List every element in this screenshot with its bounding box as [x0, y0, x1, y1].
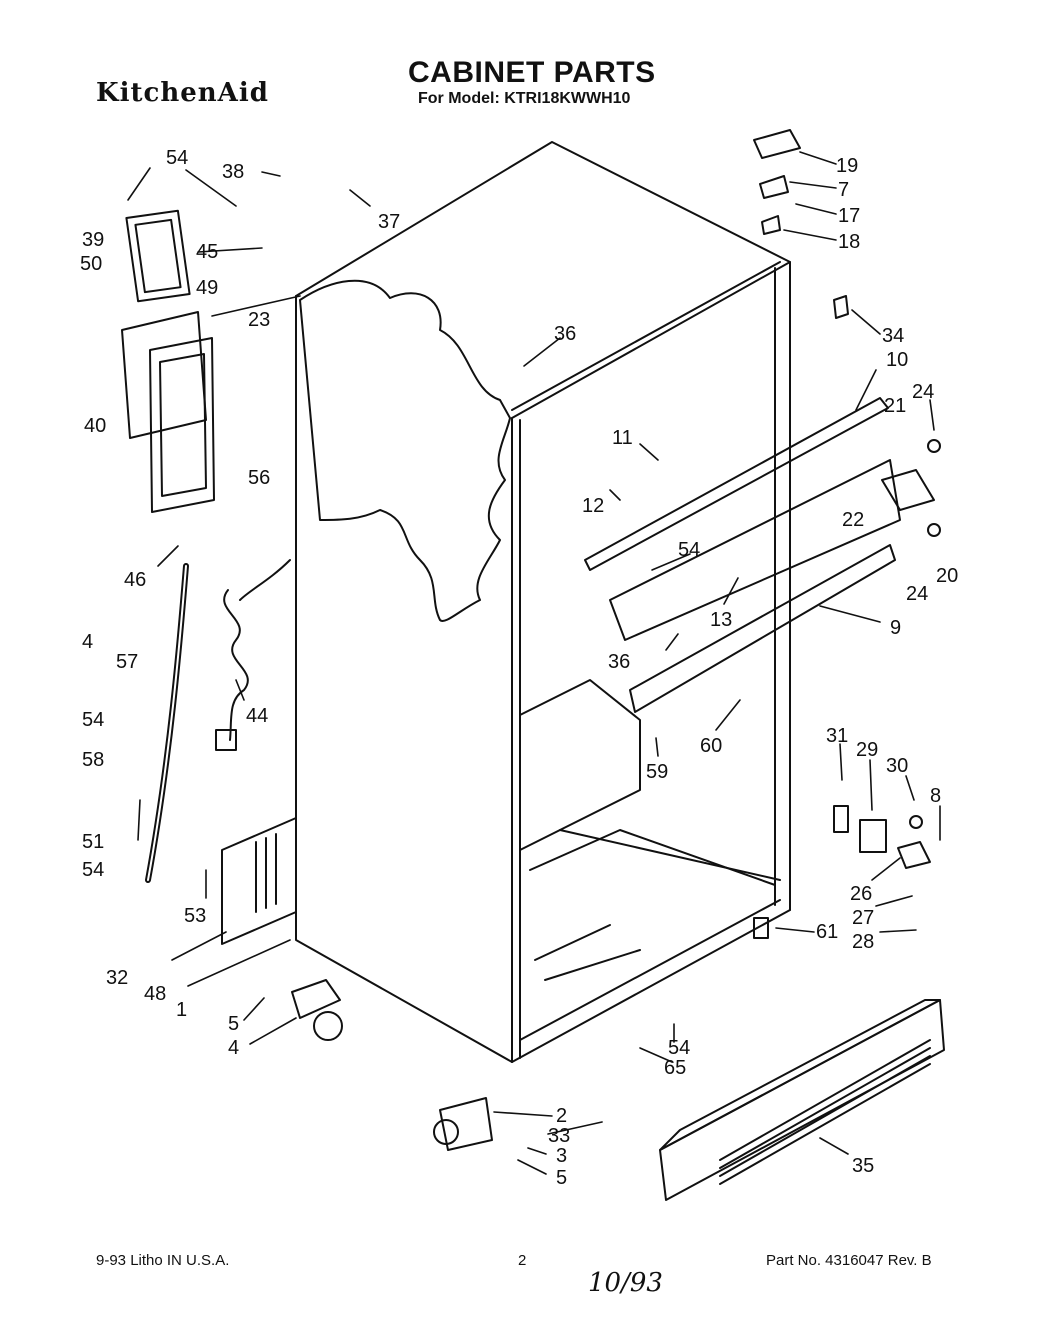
- callout-23: 23: [248, 309, 270, 331]
- callout-38: 38: [222, 161, 244, 183]
- callout-12: 12: [582, 495, 604, 517]
- page-title: CABINET PARTS: [408, 56, 656, 89]
- callout-8: 8: [930, 785, 941, 807]
- callout-49: 49: [196, 277, 218, 299]
- center-hinge-parts: [881, 439, 941, 537]
- callout-40: 40: [84, 415, 106, 437]
- roller-assemblies: [291, 979, 493, 1151]
- power-cord: [215, 559, 291, 751]
- page-number: 2: [518, 1252, 527, 1269]
- callout-34: 34: [882, 325, 904, 347]
- callout-37: 37: [378, 211, 400, 233]
- callout-33: 33: [548, 1125, 570, 1147]
- callout-24-top: 24: [912, 381, 934, 403]
- callout-65: 65: [664, 1057, 686, 1079]
- control-panel-parts: [121, 209, 215, 513]
- callout-36-rail: 36: [608, 651, 630, 673]
- shelf-rails: [584, 397, 901, 713]
- callout-58: 58: [82, 749, 104, 771]
- callout-26: 26: [850, 883, 872, 905]
- callout-11: 11: [612, 427, 633, 449]
- callout-4-roller: 4: [228, 1037, 239, 1059]
- rear-access-panel: [221, 817, 297, 945]
- callout-4-left: 4: [82, 631, 93, 653]
- callout-13: 13: [710, 609, 732, 631]
- callout-61: 61: [816, 921, 838, 943]
- callout-5-roller: 5: [228, 1013, 239, 1035]
- brand-logo: KitchenAid: [96, 78, 269, 108]
- callout-18: 18: [838, 231, 860, 253]
- litho-note: 9-93 Litho IN U.S.A.: [96, 1252, 230, 1269]
- callout-44: 44: [246, 705, 268, 727]
- callout-54-bottom: 54: [668, 1037, 690, 1059]
- callout-32: 32: [106, 967, 128, 989]
- callout-20: 20: [936, 565, 958, 587]
- callout-60: 60: [700, 735, 722, 757]
- callout-10: 10: [886, 349, 908, 371]
- callout-31: 31: [826, 725, 848, 747]
- callout-57: 57: [116, 651, 138, 673]
- callout-50: 50: [80, 253, 102, 275]
- callout-54-left: 54: [82, 709, 104, 731]
- leader-lines: [127, 151, 941, 1175]
- callout-36: 36: [554, 323, 576, 345]
- callout-29: 29: [856, 739, 878, 761]
- callout-54-rail: 54: [678, 539, 700, 561]
- callout-21: 21: [884, 395, 906, 417]
- toe-grille: [659, 999, 945, 1201]
- callout-5-bottom: 5: [556, 1167, 567, 1189]
- callout-17: 17: [838, 205, 860, 227]
- callout-56: 56: [248, 467, 270, 489]
- handwritten-date: 10/93: [588, 1268, 663, 1298]
- callout-54-lower: 54: [82, 859, 104, 881]
- callout-27: 27: [852, 907, 874, 929]
- callout-48: 48: [144, 983, 166, 1005]
- callout-7: 7: [838, 179, 849, 201]
- bottom-hinge-parts: [753, 805, 931, 939]
- top-hinge-parts: [753, 129, 849, 319]
- part-number: Part No. 4316047 Rev. B: [766, 1252, 932, 1269]
- callout-3: 3: [556, 1145, 567, 1167]
- callout-51: 51: [82, 831, 104, 853]
- callout-39: 39: [82, 229, 104, 251]
- callout-28: 28: [852, 931, 874, 953]
- callout-9: 9: [890, 617, 901, 639]
- callout-24-bottom: 24: [906, 583, 928, 605]
- callout-19: 19: [836, 155, 858, 177]
- callout-2: 2: [556, 1105, 567, 1127]
- callout-1: 1: [176, 999, 187, 1021]
- callout-54: 54: [166, 147, 188, 169]
- model-subtitle: For Model: KTRI18KWWH10: [418, 90, 631, 107]
- callout-59: 59: [646, 761, 668, 783]
- callout-53: 53: [184, 905, 206, 927]
- cabinet-shell: [295, 141, 791, 1063]
- callout-22: 22: [842, 509, 864, 531]
- callout-45: 45: [196, 241, 218, 263]
- callout-46: 46: [124, 569, 146, 591]
- callout-30: 30: [886, 755, 908, 777]
- callout-35: 35: [852, 1155, 874, 1177]
- drain-tube: [145, 563, 189, 883]
